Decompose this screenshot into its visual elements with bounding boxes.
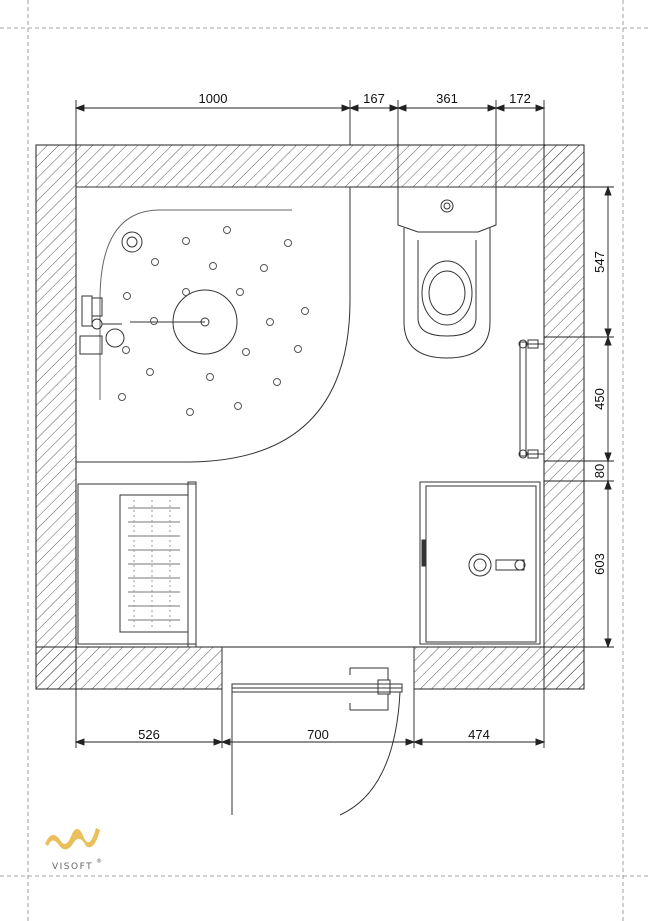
wall-bottom-left <box>35 646 223 690</box>
dimensions-top <box>74 100 546 187</box>
dim-right-4: 603 <box>592 553 607 575</box>
dim-right-1: 547 <box>592 251 607 273</box>
dim-top-3: 361 <box>436 91 458 106</box>
dim-right-2: 450 <box>592 388 607 410</box>
washing-machine <box>77 481 197 648</box>
dimensions-right <box>544 185 614 649</box>
dim-bottom-1: 526 <box>138 727 160 742</box>
shower-mixer-icon <box>79 295 125 355</box>
dimensions-bottom <box>74 689 546 748</box>
dim-right-3: 80 <box>592 464 607 478</box>
logo-wave-icon <box>45 828 100 850</box>
grab-bar <box>518 339 544 459</box>
dim-top-4: 172 <box>509 91 531 106</box>
shower-head-icon <box>121 231 143 253</box>
wall-right <box>543 144 585 690</box>
dim-top-2: 167 <box>363 91 385 106</box>
shower-tray <box>76 186 351 463</box>
room-interior <box>75 186 545 648</box>
shower-jets <box>118 226 309 416</box>
vanity-sink <box>419 481 541 645</box>
logo-trademark: ® <box>96 858 104 865</box>
faucet-icon <box>468 553 492 577</box>
walls <box>35 144 585 690</box>
wall-left <box>35 144 77 690</box>
door <box>221 647 415 816</box>
wall-top <box>36 144 585 188</box>
door-handle-icon <box>349 667 391 711</box>
dim-bottom-2: 700 <box>307 727 329 742</box>
toilet <box>397 186 497 359</box>
wall-bottom-right <box>413 646 585 690</box>
logo-text: VISOFT <box>52 862 93 872</box>
visoft-logo: VISOFT ® <box>45 828 104 872</box>
dim-top-1: 1000 <box>199 91 228 106</box>
dim-bottom-3: 474 <box>468 727 490 742</box>
